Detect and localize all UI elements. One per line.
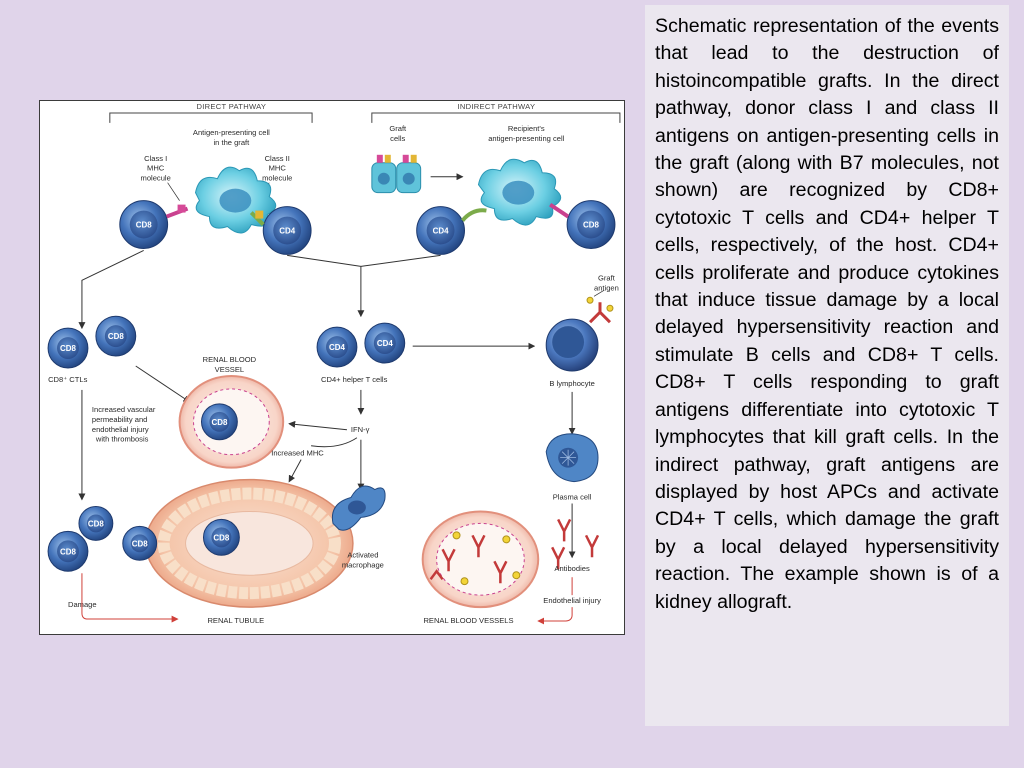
graft-antigen-label-1: Graft bbox=[598, 273, 616, 282]
class1-label-3: molecule bbox=[141, 174, 171, 183]
renal-vessel-label-1: RENAL BLOOD bbox=[203, 355, 257, 364]
ctl-cell-2: CD8 bbox=[95, 315, 137, 357]
bottom-cd8-cell-1-text: CD8 bbox=[60, 547, 77, 556]
recipient-apc-label-2: antigen-presenting cell bbox=[488, 134, 564, 143]
helper-cell-2-text: CD4 bbox=[377, 339, 394, 348]
activated-macrophage-label-2: macrophage bbox=[342, 560, 384, 569]
indirect-bracket bbox=[371, 112, 621, 123]
indirect-cd4-text: CD4 bbox=[433, 227, 450, 236]
direct-bracket bbox=[109, 112, 313, 123]
renal-tubule: CD8 bbox=[144, 478, 354, 608]
direct-cd8-cell: CD8 bbox=[119, 200, 169, 249]
antibodies-label: Antibodies bbox=[554, 564, 590, 573]
helper-cell-1-text: CD4 bbox=[329, 343, 346, 352]
graft-cells bbox=[371, 154, 422, 194]
class2-mhc-molecule bbox=[255, 210, 264, 219]
indirect-class1-link bbox=[549, 202, 570, 219]
direct-pathway-header: DIRECT PATHWAY bbox=[197, 102, 267, 111]
indirect-class2-link bbox=[460, 208, 487, 222]
renal-tubule-label: RENAL TUBULE bbox=[207, 616, 264, 625]
bottom-cd8-cell-2-text: CD8 bbox=[88, 519, 105, 528]
graft-antigen-molecule bbox=[586, 296, 614, 324]
antibodies bbox=[551, 518, 600, 570]
graft-cells-label-2: cells bbox=[390, 134, 405, 143]
tubule-cd8-text: CD8 bbox=[213, 533, 230, 542]
ifn-gamma-label: IFN-γ bbox=[351, 425, 370, 434]
graft-antigen-label-2: antigen bbox=[594, 283, 619, 292]
direct-cd4-text: CD4 bbox=[279, 227, 296, 236]
ifn-curve bbox=[311, 437, 358, 448]
ctl-cell-1-text: CD8 bbox=[60, 344, 77, 353]
direct-cd8-text: CD8 bbox=[136, 221, 153, 230]
injury-to-vessels-arrow bbox=[537, 607, 573, 625]
class2-mhc-link bbox=[249, 211, 265, 226]
cd4-helper-label: CD4+ helper T cells bbox=[321, 375, 388, 384]
plasma-cell bbox=[545, 433, 599, 483]
recipient-apc-label-1: Recipient's bbox=[508, 124, 545, 133]
renal-blood-vessels-label: RENAL BLOOD VESSELS bbox=[423, 616, 513, 625]
diagram-canvas: DIRECT PATHWAY INDIRECT PATHWAY Antigen-… bbox=[47, 102, 621, 625]
ctl-to-vessel-arrow bbox=[135, 365, 191, 403]
b-lymphocyte-label: B lymphocyte bbox=[549, 379, 594, 388]
vascular-label-4: with thrombosis bbox=[95, 435, 149, 444]
endothelial-injury-label: Endothelial injury bbox=[543, 596, 601, 605]
cd8-ctls-label: CD8⁺ CTLs bbox=[48, 375, 88, 384]
vessel-cd8-text: CD8 bbox=[211, 418, 228, 427]
graft-cells-label-1: Graft bbox=[389, 124, 407, 133]
renal-vessel-label-2: VESSEL bbox=[215, 365, 244, 374]
damage-to-tubule-arrow bbox=[81, 573, 179, 623]
caption-text: Schematic representation of the events t… bbox=[655, 15, 999, 613]
ctl-cell-1: CD8 bbox=[47, 327, 89, 369]
direct-cd8-down-arrow bbox=[78, 249, 144, 330]
indirect-cd8-cell: CD8 bbox=[566, 200, 616, 249]
increased-mhc-label: Increased MHC bbox=[271, 449, 324, 458]
bottom-cd8-cell-3-text: CD8 bbox=[132, 539, 149, 548]
class2-label-3: molecule bbox=[262, 174, 292, 183]
kidney-graft-rejection-diagram: DIRECT PATHWAY INDIRECT PATHWAY Antigen-… bbox=[39, 100, 625, 635]
plasma-cell-label: Plasma cell bbox=[553, 493, 592, 502]
class1-mhc-molecule bbox=[177, 204, 186, 213]
helper-cell-2: CD4 bbox=[364, 322, 406, 364]
direct-cd4-join-line bbox=[287, 254, 361, 267]
indirect-cd4-join-line bbox=[360, 254, 441, 267]
mhc-to-tubule-arrow bbox=[288, 459, 302, 483]
renal-blood-vessels bbox=[421, 510, 540, 609]
recipient-apc bbox=[477, 158, 562, 226]
class1-label-1: Class I bbox=[144, 154, 167, 163]
indirect-pathway-header: INDIRECT PATHWAY bbox=[457, 102, 535, 111]
indirect-cd4-cell: CD4 bbox=[416, 206, 466, 255]
activated-macrophage-label-1: Activated bbox=[347, 550, 378, 559]
helper-cell-1: CD4 bbox=[316, 326, 358, 368]
direct-cd4-cell: CD4 bbox=[262, 206, 312, 255]
vascular-label-2: permeability and bbox=[92, 415, 148, 424]
ctl-cell-2-text: CD8 bbox=[108, 332, 125, 341]
class2-label-1: Class II bbox=[265, 154, 290, 163]
renal-blood-vessel: CD8 bbox=[178, 374, 285, 469]
class2-label-2: MHC bbox=[269, 164, 287, 173]
apc-graft-label-1: Antigen-presenting cell bbox=[193, 128, 270, 137]
indirect-cd8-text: CD8 bbox=[583, 221, 600, 230]
bottom-cd8-cell-3: CD8 bbox=[122, 525, 158, 561]
vascular-label-1: Increased vascular bbox=[92, 405, 156, 414]
activated-macrophage bbox=[331, 485, 386, 531]
ifn-to-vessel-arrow bbox=[288, 420, 347, 431]
b-lymphocyte bbox=[545, 318, 599, 372]
caption-panel: Schematic representation of the events t… bbox=[645, 5, 1009, 726]
graft-antigen-pointer bbox=[593, 289, 605, 297]
apc-graft-label-2: in the graft bbox=[214, 138, 251, 147]
bottom-cd8-cell-2: CD8 bbox=[78, 505, 114, 541]
bottom-cd8-cell-1: CD8 bbox=[47, 530, 89, 572]
vascular-label-3: endothelial injury bbox=[92, 425, 149, 434]
class1-pointer bbox=[167, 182, 180, 201]
class1-label-2: MHC bbox=[147, 164, 165, 173]
